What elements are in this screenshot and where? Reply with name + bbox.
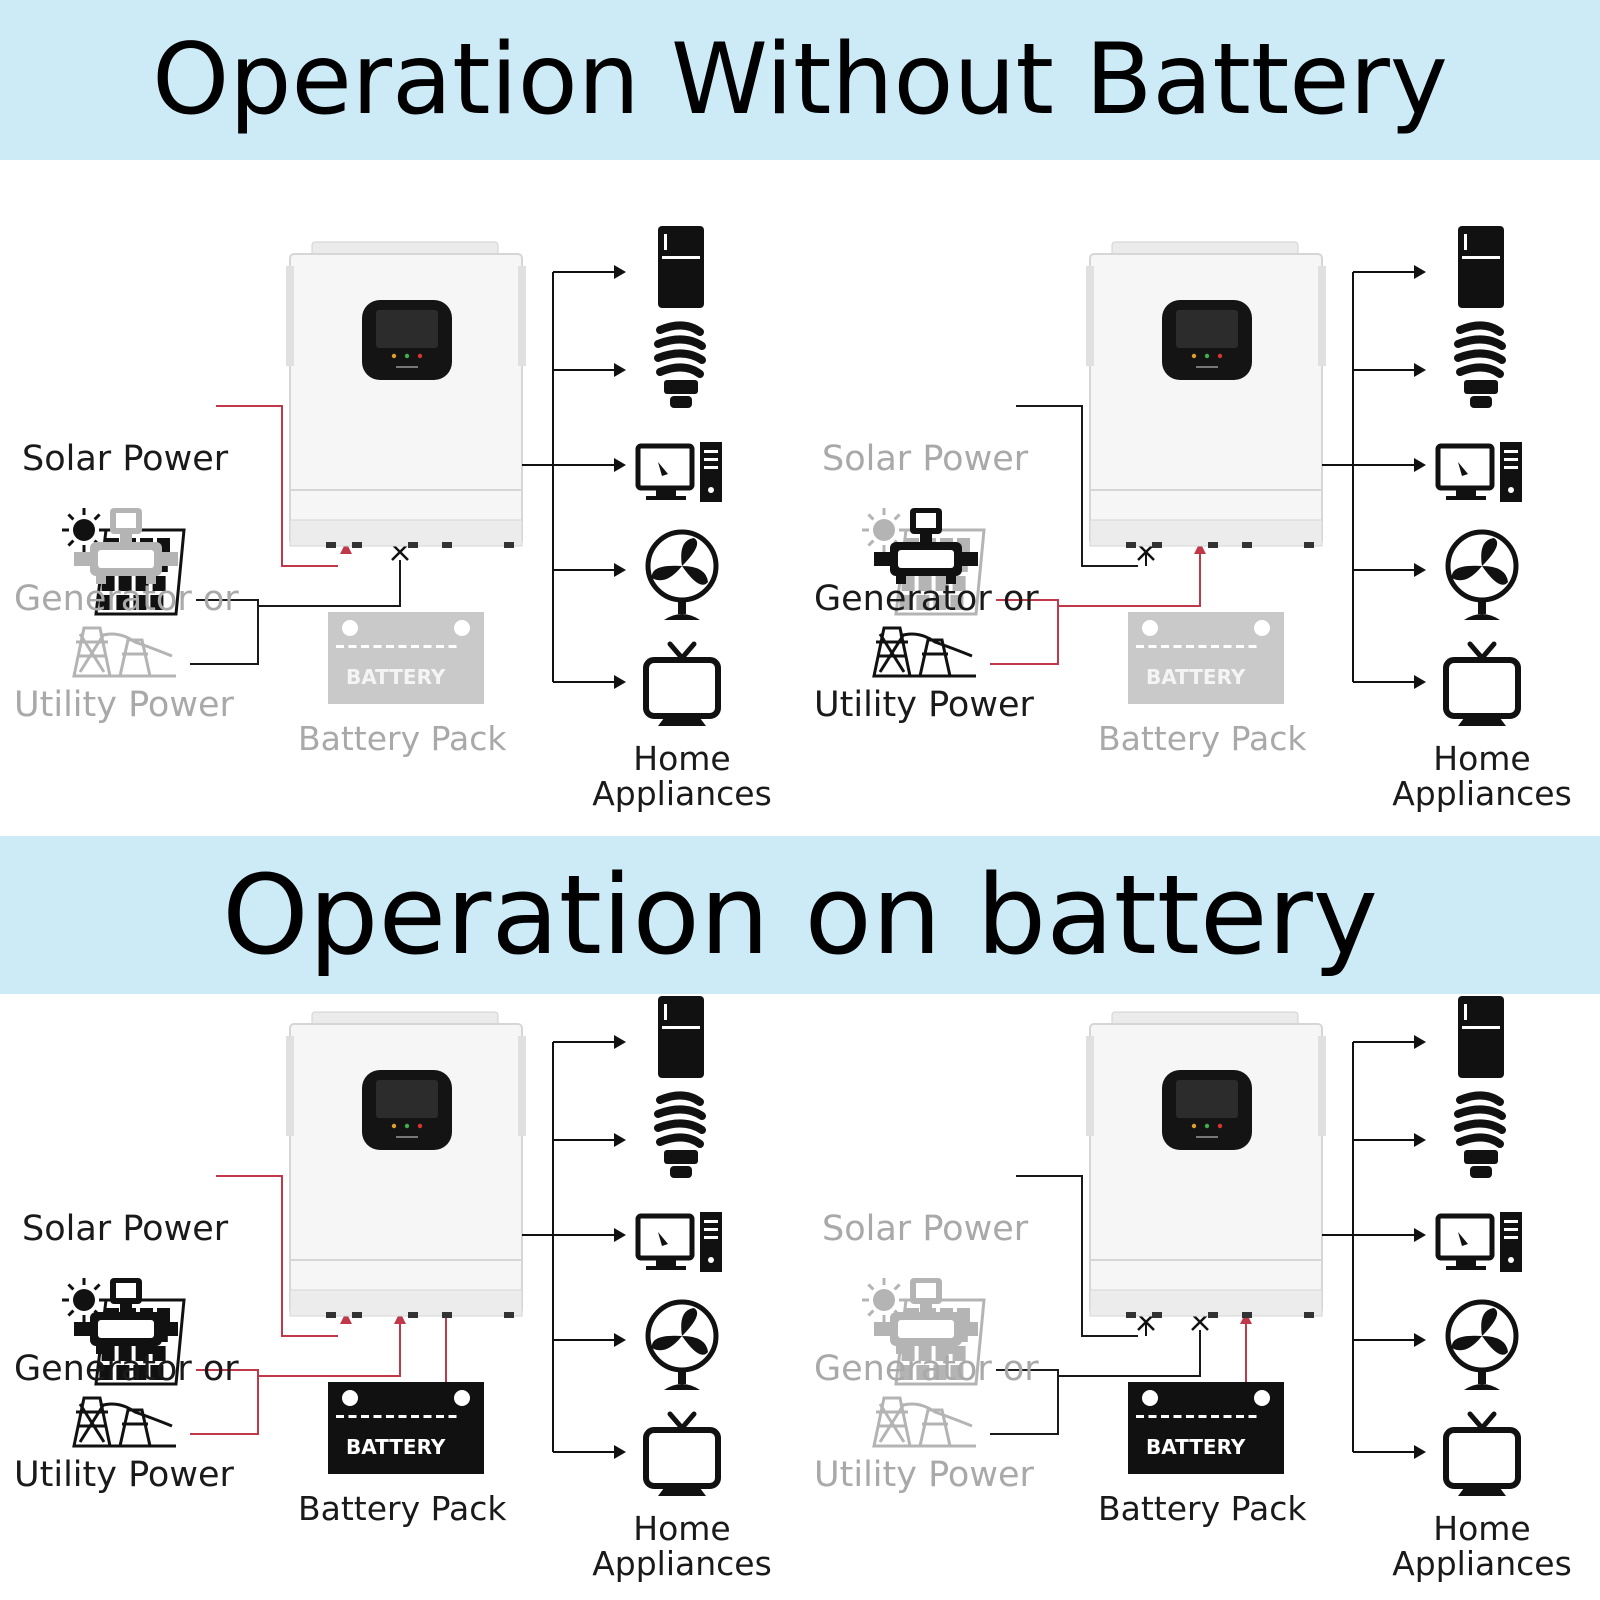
label-generator: Generator or bbox=[814, 579, 1039, 619]
scenario-bottom-right: Solar Power Generator or Utility Power B… bbox=[800, 950, 1600, 1590]
utility-grid-icon bbox=[872, 1396, 976, 1448]
label-home: Home bbox=[1433, 1509, 1531, 1548]
generator-icon bbox=[74, 508, 178, 584]
battery-text: BATTERY bbox=[1146, 665, 1246, 689]
label-home: Home bbox=[633, 1509, 731, 1548]
bulb-icon bbox=[654, 321, 706, 408]
battery-text: BATTERY bbox=[346, 1435, 446, 1459]
generator-icon bbox=[74, 1278, 178, 1354]
flow-diagram bbox=[62, 226, 722, 726]
flow-diagram bbox=[862, 226, 1522, 726]
label-generator: Generator or bbox=[14, 579, 239, 619]
generator-icon bbox=[874, 508, 978, 584]
fridge-icon bbox=[658, 996, 704, 1078]
fan-icon bbox=[645, 1299, 719, 1390]
battery-text: BATTERY bbox=[1146, 1435, 1246, 1459]
inverter-unit bbox=[1086, 1011, 1326, 1318]
scenario-bottom-left: Solar Power Generator or Utility Power B… bbox=[0, 950, 800, 1590]
label-generator: Generator or bbox=[814, 1349, 1039, 1389]
fan-icon bbox=[645, 529, 719, 620]
label-solar-power: Solar Power bbox=[822, 439, 1029, 479]
fridge-icon bbox=[658, 226, 704, 308]
utility-grid-icon bbox=[872, 626, 976, 678]
inverter-unit bbox=[286, 1011, 526, 1318]
bulb-icon bbox=[654, 1091, 706, 1178]
tv-icon bbox=[643, 1411, 721, 1496]
scenario-top-right: Solar Power Generator or Utility Power B… bbox=[800, 180, 1600, 820]
label-home: Home bbox=[633, 739, 731, 778]
label-solar-power: Solar Power bbox=[22, 439, 229, 479]
output-arrows bbox=[522, 265, 626, 689]
inverter-unit bbox=[1086, 241, 1326, 548]
label-generator: Generator or bbox=[14, 1349, 239, 1389]
label-home: Home bbox=[1433, 739, 1531, 778]
computer-icon bbox=[1435, 1212, 1522, 1272]
label-battery-pack: Battery Pack bbox=[1098, 719, 1307, 758]
computer-icon bbox=[635, 1212, 722, 1272]
generator-icon bbox=[874, 1278, 978, 1354]
inverter-unit bbox=[286, 241, 526, 548]
battery-icon bbox=[328, 612, 484, 704]
fridge-icon bbox=[1458, 996, 1504, 1078]
banner-title: Operation on battery bbox=[222, 851, 1378, 979]
tv-icon bbox=[643, 641, 721, 726]
label-utility-power: Utility Power bbox=[814, 1455, 1034, 1495]
output-arrows bbox=[1322, 1035, 1426, 1459]
utility-grid-icon bbox=[72, 1396, 176, 1448]
label-appliances: Appliances bbox=[1392, 1543, 1572, 1583]
tv-icon bbox=[1443, 1411, 1521, 1496]
battery-icon bbox=[1128, 612, 1284, 704]
label-battery-pack: Battery Pack bbox=[298, 719, 507, 758]
fridge-icon bbox=[1458, 226, 1504, 308]
banner-operation-without-battery: Operation Without Battery bbox=[0, 0, 1600, 160]
label-battery-pack: Battery Pack bbox=[1098, 1489, 1307, 1528]
tv-icon bbox=[1443, 641, 1521, 726]
bulb-icon bbox=[1454, 321, 1506, 408]
utility-grid-icon bbox=[72, 626, 176, 678]
output-arrows bbox=[1322, 265, 1426, 689]
scenario-top-left: Solar Power Generator or Utility Power B… bbox=[0, 180, 800, 820]
flow-diagram bbox=[62, 996, 722, 1496]
label-appliances: Appliances bbox=[1392, 773, 1572, 813]
label-utility-power: Utility Power bbox=[814, 685, 1034, 725]
label-battery-pack: Battery Pack bbox=[298, 1489, 507, 1528]
computer-icon bbox=[1435, 442, 1522, 502]
fan-icon bbox=[1445, 529, 1519, 620]
bulb-icon bbox=[1454, 1091, 1506, 1178]
battery-icon bbox=[1128, 1382, 1284, 1474]
battery-icon bbox=[328, 1382, 484, 1474]
fan-icon bbox=[1445, 1299, 1519, 1390]
computer-icon bbox=[635, 442, 722, 502]
label-solar-power: Solar Power bbox=[822, 1209, 1029, 1249]
label-utility-power: Utility Power bbox=[14, 685, 234, 725]
banner-title: Operation Without Battery bbox=[152, 23, 1448, 137]
output-arrows bbox=[522, 1035, 626, 1459]
flow-diagram bbox=[862, 996, 1522, 1496]
battery-text: BATTERY bbox=[346, 665, 446, 689]
label-utility-power: Utility Power bbox=[14, 1455, 234, 1495]
label-appliances: Appliances bbox=[592, 1543, 772, 1583]
label-appliances: Appliances bbox=[592, 773, 772, 813]
label-solar-power: Solar Power bbox=[22, 1209, 229, 1249]
banner-operation-on-battery: Operation on battery bbox=[0, 836, 1600, 994]
